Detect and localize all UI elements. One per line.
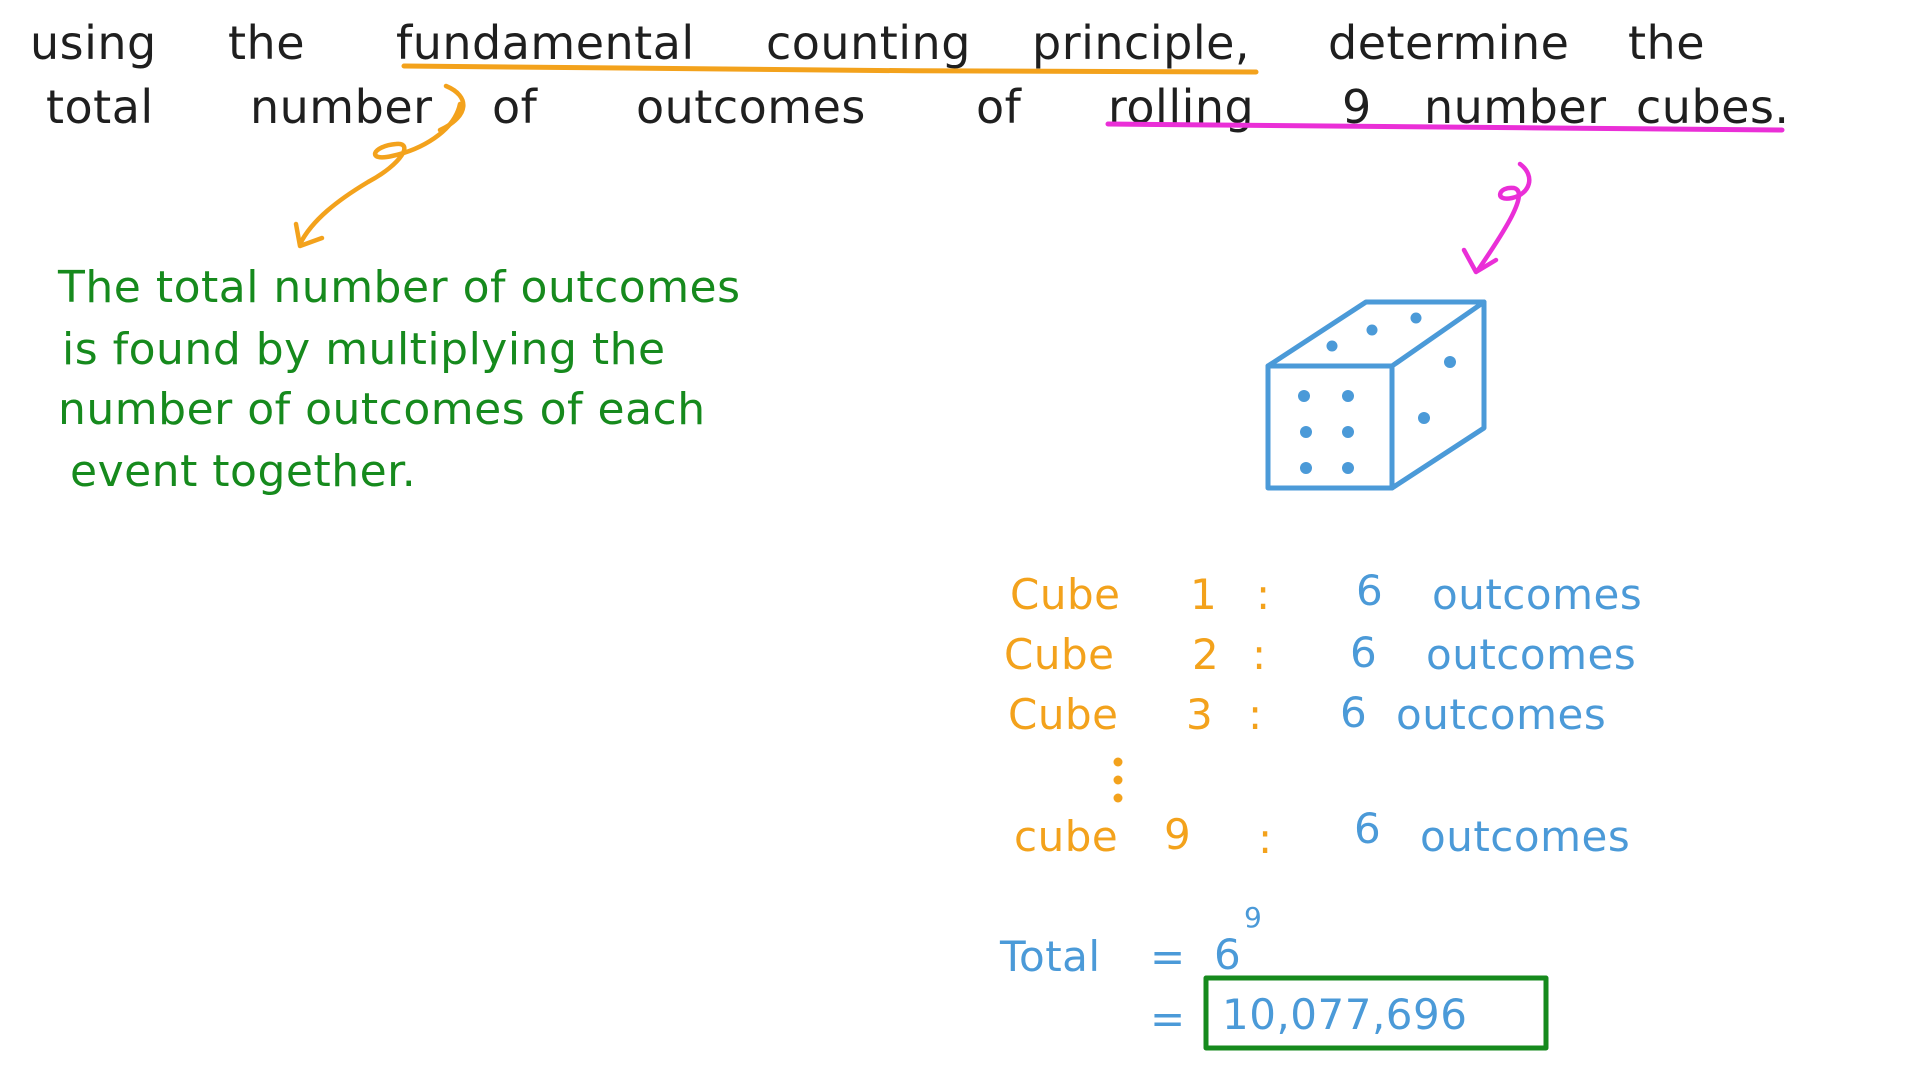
question-word-3: fundamental: [396, 16, 695, 70]
total-label: Total: [1000, 932, 1101, 981]
cube-row-unit: outcomes: [1396, 690, 1607, 739]
question-word-11: outcomes: [636, 80, 866, 134]
dice-pips: [1298, 312, 1456, 474]
question-word-6: determine: [1328, 16, 1570, 70]
orange-underline: [401, 63, 1259, 75]
cube-row-index: 2: [1192, 630, 1220, 679]
question-word-2: the: [228, 16, 305, 70]
answer-box: [1203, 975, 1549, 1051]
cube-row-count: 6: [1354, 804, 1382, 853]
question-word-4: counting: [766, 16, 971, 70]
curved-arrow-down-left-icon: [293, 83, 466, 249]
cube-row-separator: :: [1256, 570, 1271, 619]
magenta-underline: [1105, 121, 1785, 133]
question-word-9: number: [250, 80, 433, 134]
cube-row-label: cube: [1014, 812, 1119, 861]
power-exponent: 9: [1244, 901, 1263, 934]
question-word-10: of: [492, 80, 538, 134]
question-word-1: using: [30, 16, 157, 70]
power-base: 6: [1214, 930, 1242, 979]
curved-arrow-down-icon: [1461, 161, 1532, 275]
cube-row-count: 6: [1340, 688, 1368, 737]
dice-icon: [1265, 299, 1487, 491]
cube-row-unit: outcomes: [1426, 630, 1637, 679]
cube-row-label: Cube: [1010, 570, 1121, 619]
equals-sign: =: [1150, 932, 1186, 981]
cube-row-index: 9: [1164, 810, 1192, 859]
note-line-2: is found by multiplying the: [62, 324, 666, 375]
question-word-7: the: [1628, 16, 1705, 70]
cube-row-separator: :: [1252, 630, 1267, 679]
cube-row-count: 6: [1350, 628, 1378, 677]
note-line-1: The total number of outcomes: [58, 262, 741, 313]
question-word-12: of: [976, 80, 1022, 134]
question-word-14: 9: [1342, 80, 1372, 134]
question-word-15: number: [1424, 80, 1607, 134]
answer-value: 10,077,696: [1222, 990, 1468, 1039]
cube-row-index: 1: [1190, 570, 1218, 619]
question-word-5: principle,: [1032, 16, 1251, 70]
cube-row-index: 3: [1186, 690, 1214, 739]
cube-row-separator: :: [1258, 814, 1273, 863]
note-line-4: event together.: [70, 446, 417, 497]
vertical-ellipsis-icon: [1113, 757, 1123, 803]
question-word-8: total: [46, 80, 154, 134]
cube-row-separator: :: [1248, 690, 1263, 739]
note-line-3: number of outcomes of each: [58, 384, 706, 435]
cube-row-count: 6: [1356, 566, 1384, 615]
question-word-16: cubes.: [1636, 80, 1790, 134]
cube-row-label: Cube: [1008, 690, 1119, 739]
cube-row-unit: outcomes: [1420, 812, 1631, 861]
equals-sign: =: [1150, 994, 1186, 1043]
cube-row-unit: outcomes: [1432, 570, 1643, 619]
cube-row-label: Cube: [1004, 630, 1115, 679]
